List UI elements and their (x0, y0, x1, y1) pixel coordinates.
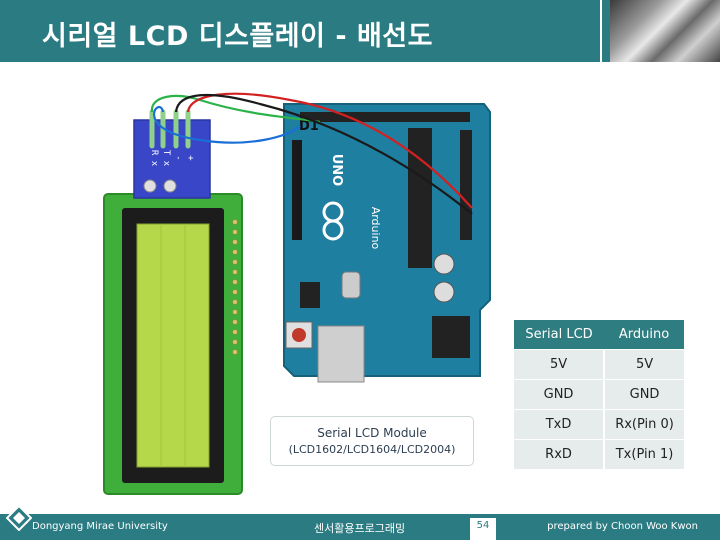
table-cell: Rx(Pin 0) (604, 409, 684, 440)
arduino-usb-port (317, 325, 365, 383)
backpack-pin-labels: R x T x - + (149, 150, 195, 167)
arduino-left-header (292, 140, 302, 240)
arduino-board (283, 103, 491, 377)
caption-line1: Serial LCD Module (317, 426, 427, 440)
arduino-icsp-header (300, 282, 320, 308)
table-row: TxD Rx(Pin 0) (514, 409, 684, 440)
wire-black (174, 93, 473, 215)
arduino-power-jack (432, 316, 470, 358)
table-row: 5V 5V (514, 349, 684, 380)
backpack-screw-terminals (143, 179, 177, 193)
connection-table: Serial LCD Arduino 5V 5V GND GND TxD Rx(… (514, 320, 684, 470)
footer-course: 센서활용프로그래밍 (314, 522, 406, 535)
pin-label-rx: R x (149, 150, 159, 167)
page-number: 54 (470, 518, 496, 540)
pin-label-vcc: + (185, 155, 195, 161)
table-row: RxD Tx(Pin 1) (514, 439, 684, 470)
arduino-chip (408, 128, 432, 268)
table-cell: GND (604, 379, 684, 410)
footer-bar: Dongyang Mirae University 센서활용프로그래밍 54 p… (0, 514, 720, 540)
arduino-top-header (300, 112, 470, 122)
pin-label-gnd: - (173, 155, 183, 160)
header-photo (610, 0, 720, 62)
table-row: GND GND (514, 379, 684, 410)
table-cell: TxD (514, 409, 606, 440)
footer-author: prepared by Choon Woo Kwon (547, 521, 698, 532)
slide-title: 시리얼 LCD 디스플레이 - 배선도 (42, 21, 433, 52)
university-logo-icon (6, 505, 32, 531)
table-cell: Tx(Pin 1) (604, 439, 684, 470)
header-divider (600, 0, 602, 62)
backpack-pins (149, 109, 191, 149)
lcd-screen (136, 223, 210, 468)
table-header-cell: Arduino (604, 320, 684, 350)
arduino-right-header (460, 130, 472, 240)
footer-university: Dongyang Mirae University (32, 521, 168, 532)
wire-blue (153, 106, 301, 144)
table-cell: RxD (514, 439, 606, 470)
pin-label-tx: T x (161, 150, 171, 167)
arduino-logo (322, 201, 344, 241)
arduino-capacitor (433, 253, 455, 275)
table-cell: 5V (604, 349, 684, 380)
table-header-cell: Serial LCD (514, 320, 605, 350)
wire-green (150, 94, 321, 124)
arduino-brand-label: Arduino (369, 207, 382, 250)
arduino-model-label: UNO (329, 154, 344, 187)
header-bar: 시리얼 LCD 디스플레이 - 배선도 (0, 0, 720, 62)
arduino-crystal (341, 271, 361, 299)
wire-red (186, 92, 473, 209)
caption-line2: (LCD1602/LCD1604/LCD2004) (288, 443, 456, 456)
table-cell: GND (514, 379, 606, 410)
table-cell: 5V (514, 349, 606, 380)
arduino-capacitor (433, 281, 455, 303)
label-d1: D1 (299, 119, 319, 134)
table-header-row: Serial LCD Arduino (514, 320, 684, 350)
lcd-side-pins (232, 219, 238, 355)
module-caption: Serial LCD Module (LCD1602/LCD1604/LCD20… (270, 416, 474, 466)
lcd-screen-grid (160, 224, 186, 467)
